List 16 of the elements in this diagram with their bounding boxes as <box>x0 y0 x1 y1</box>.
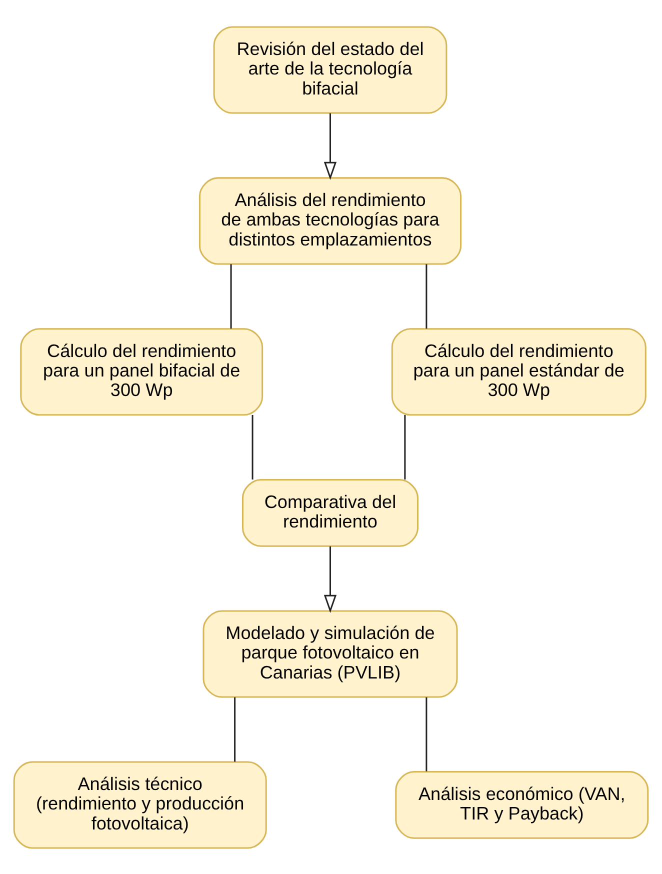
node-box: Cálculo del rendimiento para un panel estándar de 300 Wp <box>391 328 646 416</box>
connector <box>252 414 254 479</box>
connector <box>230 264 232 328</box>
node-box: Modelado y simulación de parque fotovoltaico en Canarias (PVLIB) <box>202 610 458 698</box>
node-box: Análisis económico (VAN, TIR y Payback) <box>395 770 649 838</box>
connector <box>426 264 428 328</box>
node-box: Análisis técnico (rendimiento y producción fotovoltaica) <box>13 760 267 848</box>
connector <box>404 414 406 479</box>
node-box: Comparativa del rendimiento <box>242 478 419 546</box>
arrow <box>324 546 337 612</box>
arrow <box>324 112 337 180</box>
connector <box>234 696 236 762</box>
node-box: Cálculo del rendimiento para un panel bifacial de 300 Wp <box>20 328 264 416</box>
connector <box>426 696 428 771</box>
node-box: Análisis del rendimiento de ambas tecnologías para distintos emplazamientos <box>198 176 462 264</box>
node-box: Revisión del estado del arte de la tecnología bifacial <box>213 26 448 114</box>
